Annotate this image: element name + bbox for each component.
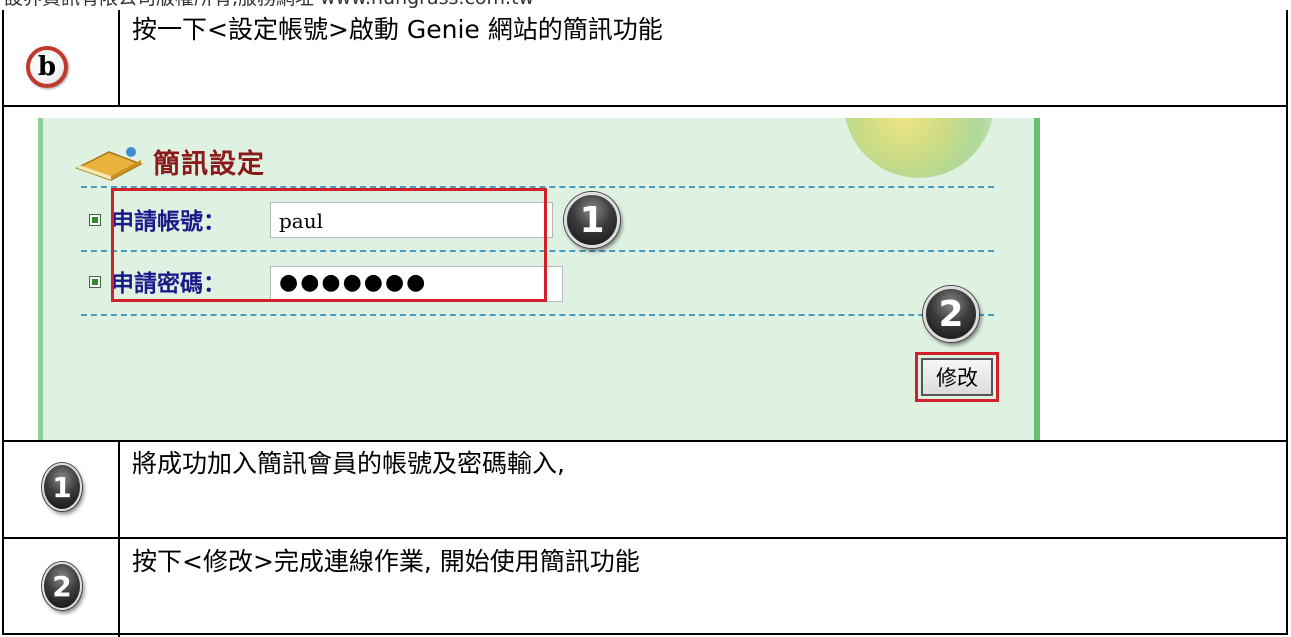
step-2-text: 按下<修改>完成連線作業, 開始使用簡訊功能 (132, 547, 640, 576)
account-label: 申請帳號： (111, 209, 226, 235)
step-1-icon: 1 (42, 463, 82, 511)
step-1-text: 將成功加入簡訊會員的帳號及密碼輸入, (132, 449, 565, 478)
sms-settings-panel: 簡訊設定 申請帳號： paul 申請密碼： ●●●●●●● 1 2 修改 (38, 118, 1040, 440)
modify-highlight (915, 352, 999, 402)
dashed-separator-2 (81, 250, 994, 252)
modify-button[interactable]: 修改 (921, 358, 993, 396)
panel-title: 簡訊設定 (153, 149, 265, 180)
page-header: 設界資訊有限公司版權所有,服務網址 www.hungrass.com.tw (4, 0, 534, 8)
instruction-table (2, 10, 1288, 635)
callout-2-icon: 2 (923, 286, 979, 342)
account-input[interactable]: paul (270, 202, 553, 238)
password-label: 申請密碼： (111, 271, 226, 297)
book-icon (75, 147, 143, 181)
step-b-icon: b (26, 46, 68, 88)
bullet-icon (89, 214, 101, 226)
row-divider-2 (2, 440, 1288, 442)
row-divider-3 (2, 537, 1288, 539)
dashed-separator-3 (81, 314, 994, 316)
dashed-separator-1 (81, 186, 994, 188)
credentials-highlight (111, 188, 547, 302)
sunflower-decoration (844, 118, 994, 178)
row-divider-1 (2, 105, 1288, 107)
callout-1-icon: 1 (564, 192, 620, 248)
step-2-icon: 2 (42, 562, 82, 610)
column-divider-row-b (118, 10, 120, 105)
password-input[interactable]: ●●●●●●● (270, 266, 563, 302)
bullet-icon (89, 276, 101, 288)
step-b-text: 按一下<設定帳號>啟動 Genie 網站的簡訊功能 (132, 15, 663, 44)
